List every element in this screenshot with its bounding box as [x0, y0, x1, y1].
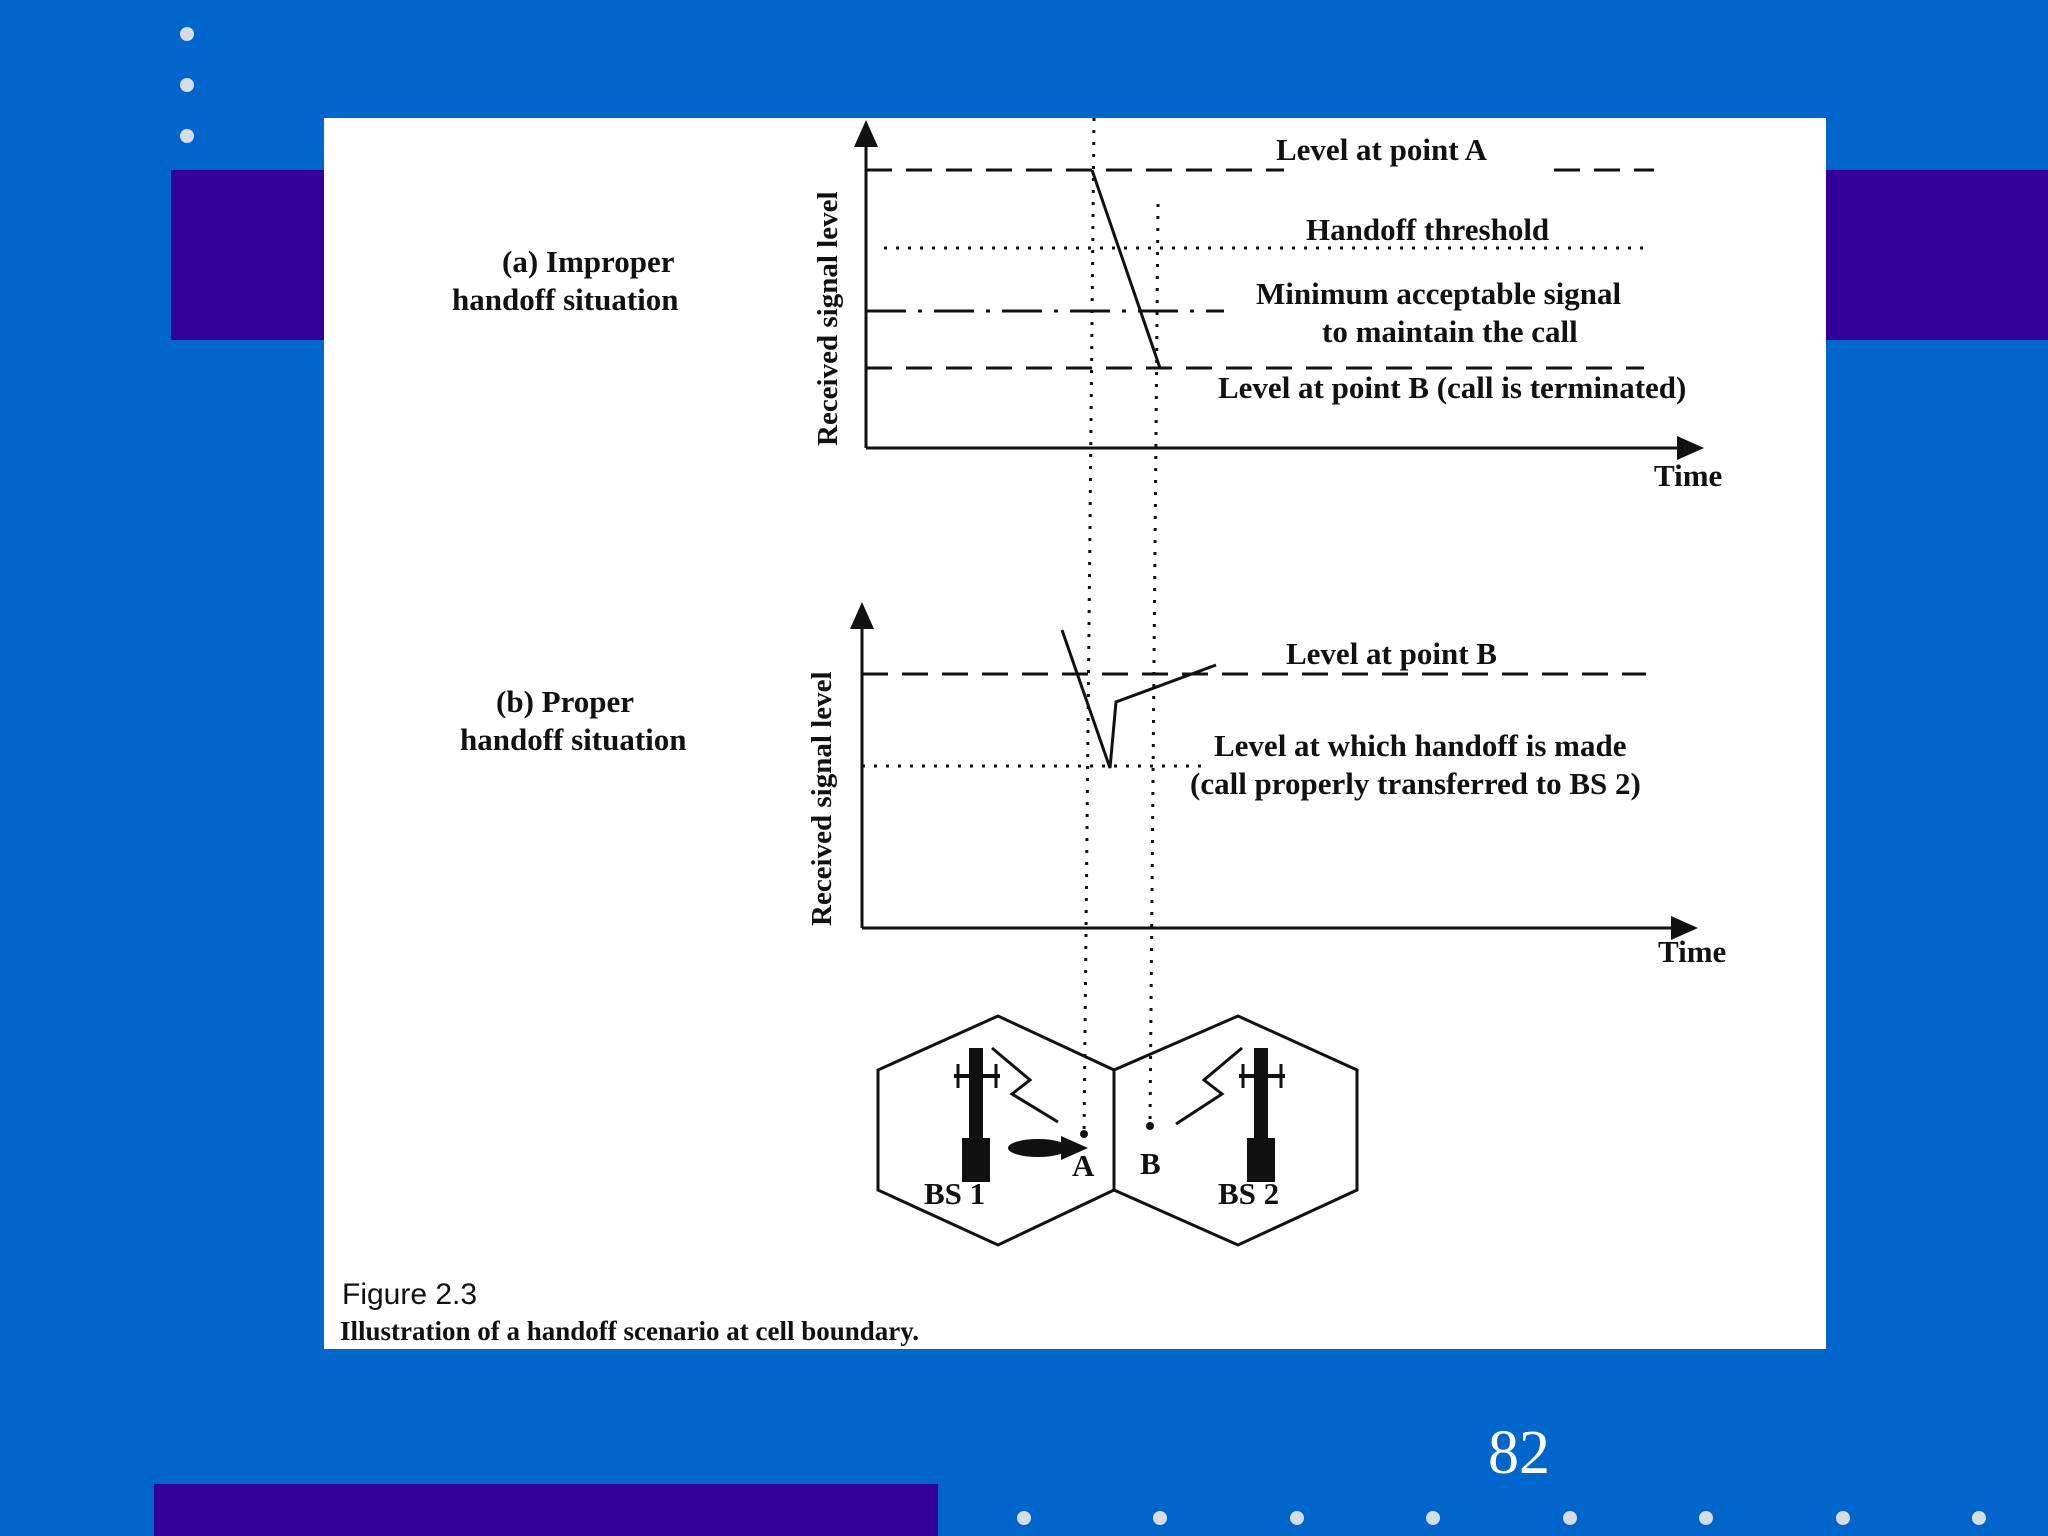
panel-b-signal-curve — [1060, 629, 1217, 769]
bs2-label: BS 2 — [1218, 1176, 1280, 1211]
panel-a-level-b-label: Level at point B (call is terminated) — [1218, 370, 1687, 405]
bottom-dot — [1153, 1511, 1167, 1525]
point-b-label: B — [1140, 1146, 1161, 1181]
panel-b-handoff-line2: (call properly transferred to BS 2) — [1190, 766, 1641, 801]
panel-a-signal-curve — [1090, 169, 1162, 369]
bottom-dot — [1699, 1511, 1713, 1525]
panel-a-threshold-label: Handoff threshold — [1306, 212, 1550, 247]
point-a-label: A — [1072, 1148, 1095, 1183]
figure-caption-text: Illustration of a handoff scenario at ce… — [340, 1316, 920, 1346]
handoff-figure: (a) Improper handoff situation Received … — [324, 118, 1826, 1349]
panel-b-level-b-label: Level at point B — [1286, 636, 1497, 671]
panel-a-time-label: Time — [1654, 458, 1723, 493]
bs2-cell — [1112, 1014, 1359, 1247]
bullet-dot — [180, 78, 194, 92]
bottom-accent-band — [154, 1484, 938, 1536]
panel-b-time-label: Time — [1658, 934, 1727, 969]
panel-a-level-a-label: Level at point A — [1276, 132, 1487, 167]
bottom-dot — [1836, 1511, 1850, 1525]
bullet-dot — [180, 129, 194, 143]
figure-drawing — [850, 118, 1704, 1247]
bottom-dot — [1426, 1511, 1440, 1525]
bottom-dot — [1972, 1511, 1986, 1525]
point-b-marker — [1146, 1122, 1154, 1130]
panel-a-situation-line1: (a) Improper — [502, 244, 675, 279]
figure-caption-title: Figure 2.3 — [342, 1278, 478, 1311]
bullet-dot — [180, 27, 194, 41]
bottom-dot — [1017, 1511, 1031, 1525]
panel-b-situation-line1: (b) Proper — [496, 684, 635, 719]
point-a-marker — [1080, 1130, 1088, 1138]
panel-b-situation-line2: handoff situation — [460, 722, 687, 757]
bottom-dot — [1290, 1511, 1304, 1525]
panel-a-min-signal-line2: to maintain the call — [1322, 314, 1578, 349]
bs1-tower-icon — [954, 1048, 1000, 1182]
panel-a-y-axis-label: Received signal level — [812, 191, 844, 446]
bottom-dot — [1563, 1511, 1577, 1525]
bs1-radio-link-icon — [991, 1046, 1059, 1124]
panel-a-min-signal-line1: Minimum acceptable signal — [1256, 276, 1622, 311]
bs1-label: BS 1 — [924, 1176, 986, 1211]
bs2-tower-icon — [1239, 1048, 1285, 1182]
panel-b-y-axis-label: Received signal level — [806, 671, 838, 926]
point-a-guide — [1082, 118, 1096, 1137]
panel-a-situation-line2: handoff situation — [452, 282, 679, 317]
panel-b-handoff-line1: Level at which handoff is made — [1214, 728, 1627, 763]
page-number: 82 — [1488, 1419, 1550, 1487]
bs2-radio-link-icon — [1175, 1046, 1243, 1126]
